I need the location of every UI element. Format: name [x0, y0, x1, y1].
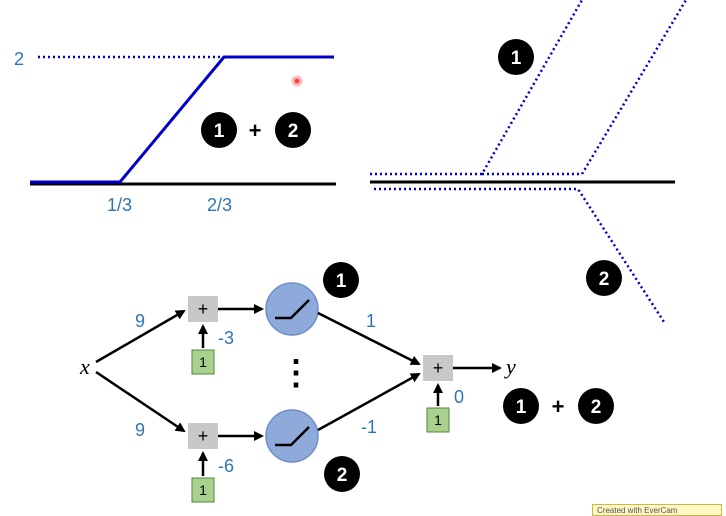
- plus-sign: +: [249, 118, 262, 143]
- relu-node-top: [265, 282, 319, 336]
- piecewise-linear-curve: [30, 55, 334, 184]
- sum-box-bottom: [188, 423, 218, 449]
- badge-1-label: 1: [214, 121, 225, 142]
- curve-1-dotted: [370, 0, 584, 176]
- const-one-bottom-label: 1: [199, 482, 207, 498]
- sum-box-output-label: +: [433, 358, 444, 378]
- network-diagram: x 9 9 + 1 -3 + 1 -6 ⋮ 1 2 1: [79, 262, 614, 503]
- weight-out-bottom: -1: [361, 417, 377, 437]
- result-badge-1: [503, 388, 539, 424]
- badge-2-label: 2: [288, 121, 299, 142]
- input-variable: x: [79, 354, 90, 379]
- badge-bottom: [324, 456, 360, 492]
- badge-1-label: 1: [511, 48, 522, 69]
- cursor-dot: [291, 75, 303, 87]
- result-badge-1-label: 1: [516, 397, 527, 418]
- top-left-plot: 2 1/3 2/3 1 + 2: [14, 49, 336, 215]
- relu-icon: [275, 299, 310, 320]
- const-one-box-output: [426, 407, 450, 433]
- weight-in-bottom: 9: [135, 420, 145, 440]
- relu-node-bottom: [265, 409, 319, 463]
- x-tick-two-thirds: 2/3: [207, 195, 232, 215]
- result-badge-2: [578, 388, 614, 424]
- bias-output: 0: [454, 387, 464, 407]
- sum-box-top-label: +: [198, 299, 209, 319]
- badge-2-label: 2: [599, 269, 610, 290]
- result-plus: +: [552, 394, 565, 419]
- result-badge-2-label: 2: [591, 397, 602, 418]
- edge-x-to-sum-top: [95, 309, 186, 364]
- x-tick-one-third: 1/3: [107, 195, 132, 215]
- badge-bottom-label: 2: [337, 465, 348, 486]
- badge-top-label: 1: [336, 271, 347, 292]
- edge-x-to-sum-bottom: [95, 370, 186, 433]
- badge-2: [275, 112, 311, 148]
- badge-1: [498, 39, 534, 75]
- badge-1: [201, 112, 237, 148]
- top-right-plot: 1 2: [370, 0, 688, 323]
- const-one-box-bottom: [191, 477, 215, 503]
- badge-2: [586, 260, 622, 296]
- bias-top: -3: [218, 328, 234, 348]
- output-variable: y: [504, 354, 516, 379]
- weight-in-top: 9: [135, 311, 145, 331]
- relu-icon: [275, 426, 310, 447]
- edge-relu-bottom-to-out: [317, 372, 421, 432]
- curve-1-upper-dotted: [482, 0, 688, 176]
- const-one-output-label: 1: [434, 412, 442, 428]
- watermark: Created with EverCam: [592, 504, 722, 516]
- weight-out-top: 1: [366, 311, 376, 331]
- bias-bottom: -6: [218, 456, 234, 476]
- edge-relu-top-to-out: [317, 311, 421, 366]
- vertical-ellipsis: ⋮: [279, 354, 313, 392]
- curve-2-dotted: [374, 187, 666, 323]
- const-one-box-top: [191, 349, 215, 375]
- y-level-label: 2: [14, 49, 24, 69]
- const-one-top-label: 1: [199, 354, 207, 370]
- sum-box-bottom-label: +: [198, 426, 209, 446]
- sum-box-top: [188, 296, 218, 322]
- badge-top: [323, 262, 359, 298]
- sum-box-output: [423, 355, 453, 381]
